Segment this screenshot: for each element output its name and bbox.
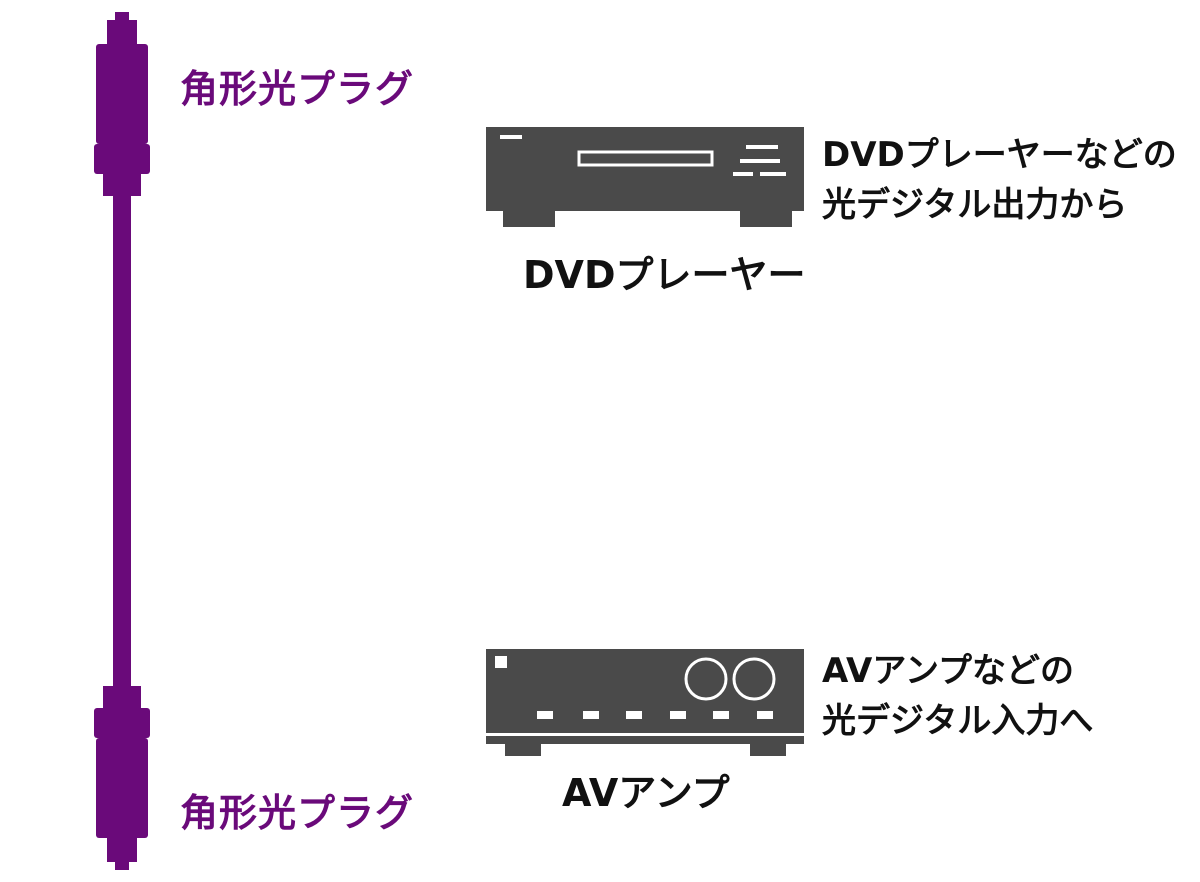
source-description-line-1: DVDプレーヤーなどの	[822, 135, 1177, 175]
cable-line	[113, 196, 131, 686]
target-device-description: AVアンプなどの 光デジタル入力へ	[822, 646, 1093, 746]
source-device-name: DVDプレーヤー	[523, 253, 806, 297]
top-plug-label: 角形光プラグ	[180, 67, 415, 111]
av-amplifier-icon	[486, 649, 804, 756]
target-description-line-1: AVアンプなどの	[822, 651, 1074, 691]
target-description-line-2: 光デジタル入力へ	[822, 701, 1094, 741]
source-device-description: DVDプレーヤーなどの 光デジタル出力から	[822, 130, 1177, 230]
bottom-square-plug-icon	[94, 686, 150, 870]
target-device-name: AVアンプ	[562, 771, 730, 815]
optical-cable	[94, 12, 150, 870]
bottom-plug-label: 角形光プラグ	[180, 791, 415, 835]
source-description-line-2: 光デジタル出力から	[822, 185, 1128, 225]
dvd-player-icon	[486, 127, 804, 227]
top-square-plug-icon	[94, 12, 150, 196]
